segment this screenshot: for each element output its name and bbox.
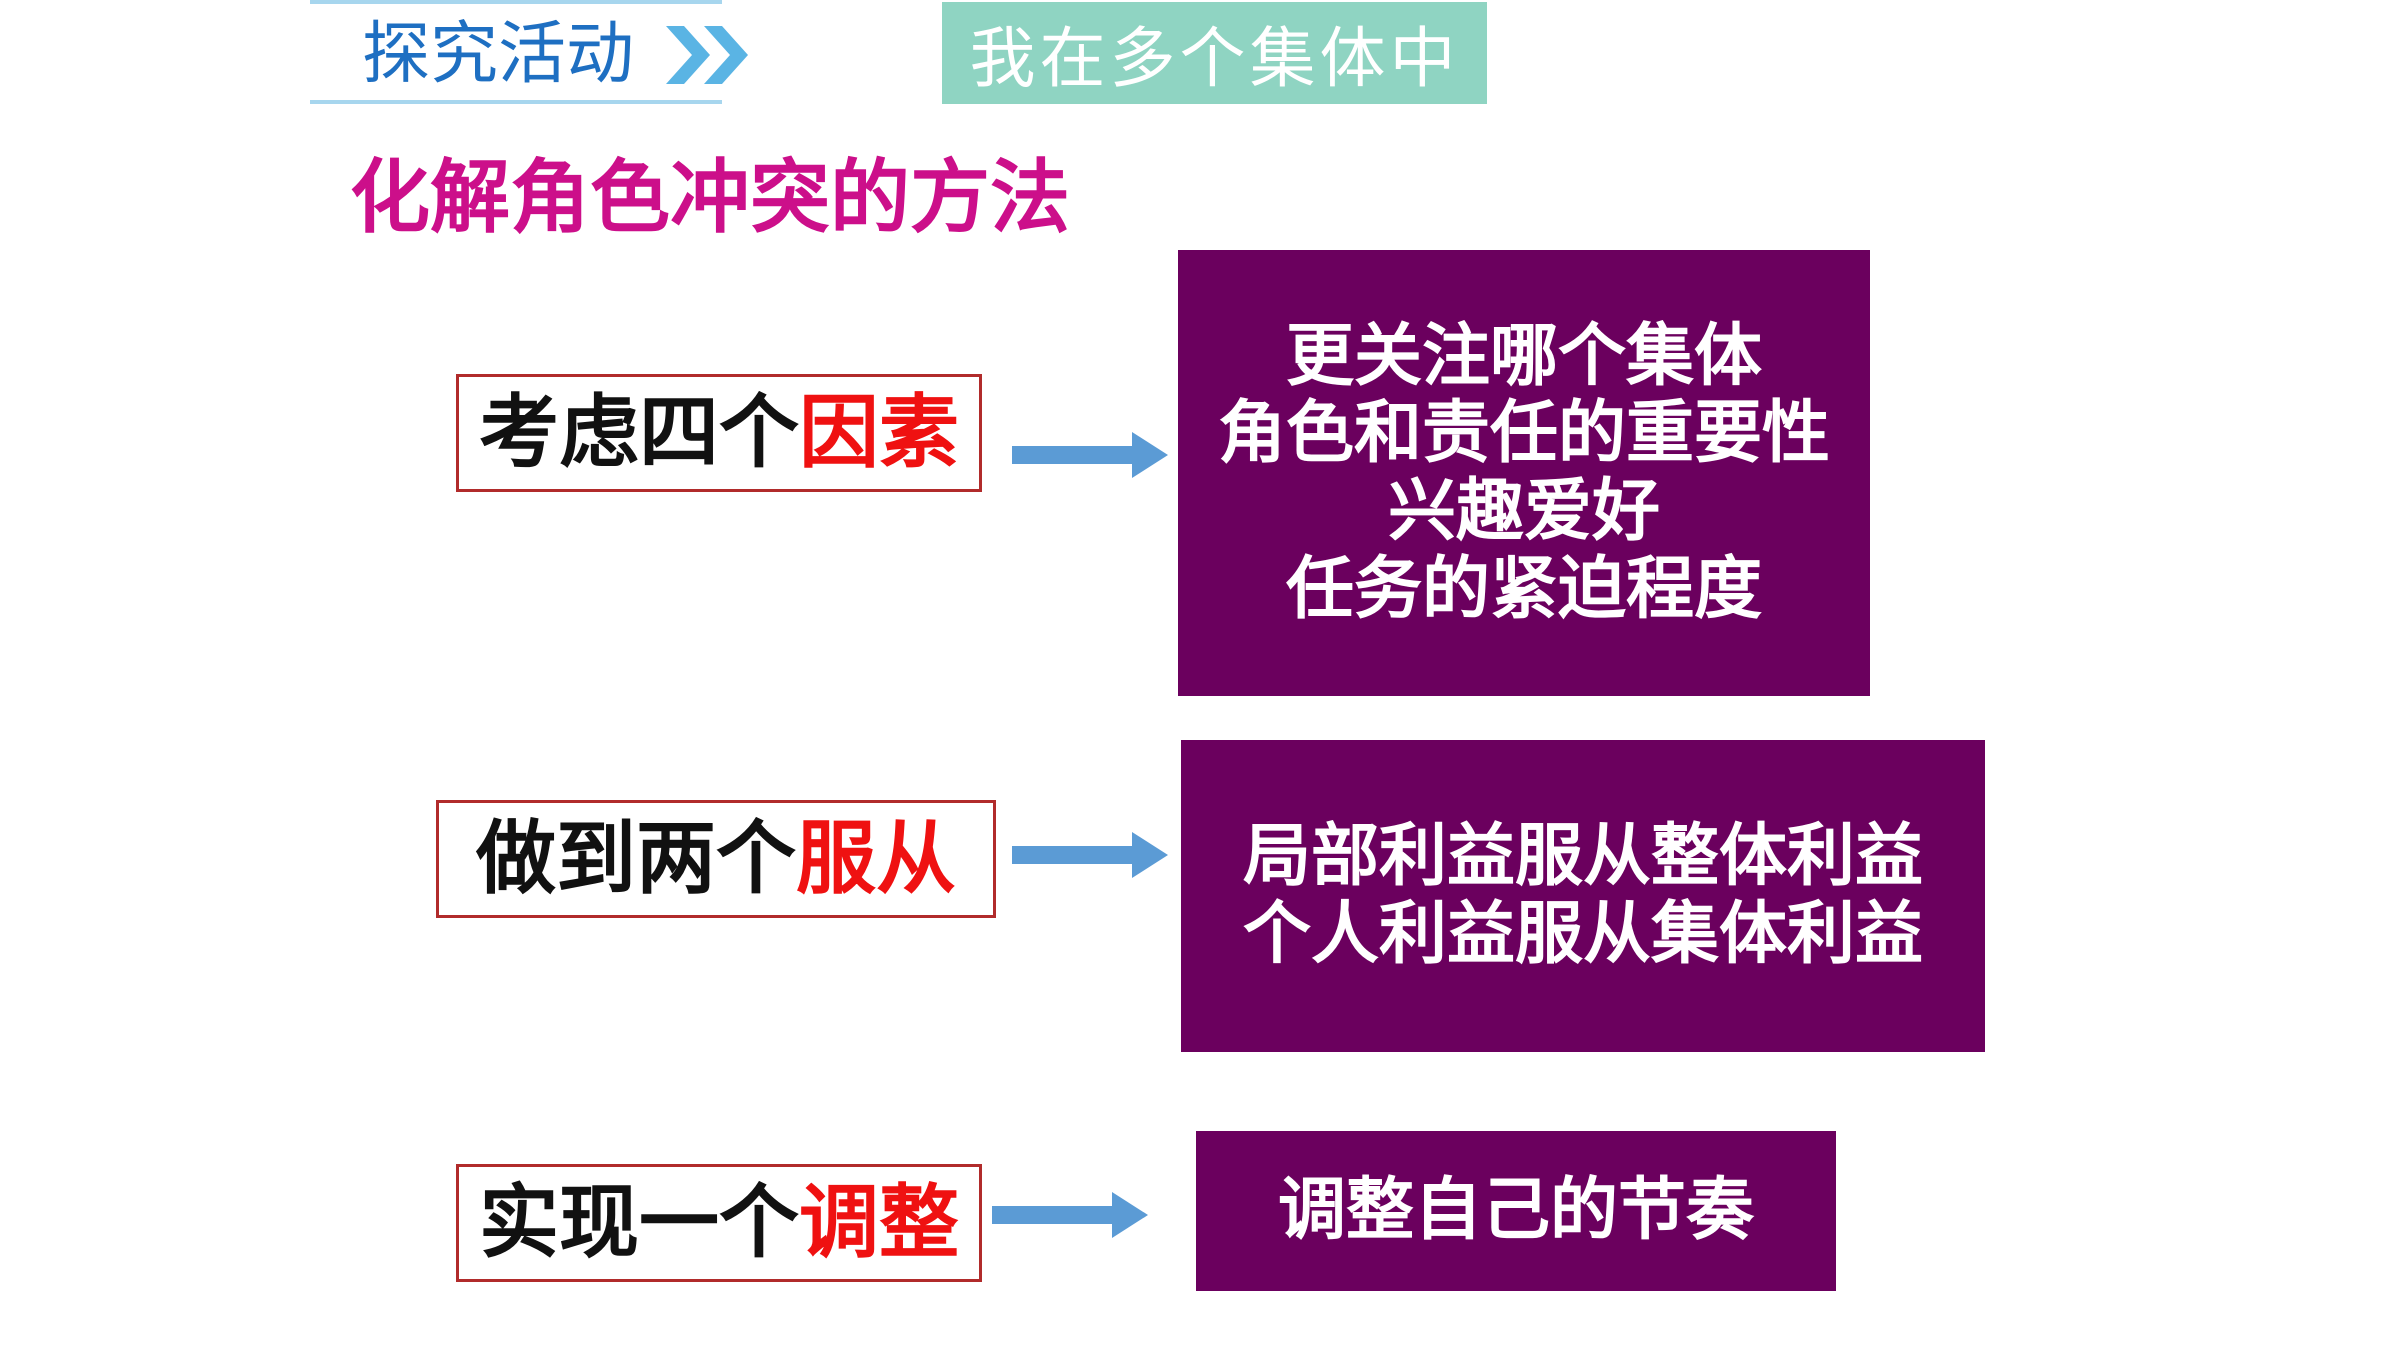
adjust-label-box: 实现一个调整 (456, 1164, 982, 1282)
factor-label-box: 考虑四个因素 (456, 374, 982, 492)
adjust-label-prefix: 实现一个 (479, 1176, 799, 1269)
factor-detail-line: 角色和责任的重要性 (1217, 394, 1830, 474)
section-label: 探究活动 (362, 15, 635, 94)
page-title: 化解角色冲突的方法 (350, 151, 1070, 244)
factor-detail-line: 兴趣爱好 (1387, 472, 1660, 551)
right-arrow-icon (992, 1192, 1148, 1238)
factor-detail-line: 更关注哪个集体 (1285, 316, 1762, 396)
obey-detail-line: 个人利益服从集体利益 (1242, 895, 1923, 974)
double-chevron-right-icon (666, 26, 748, 84)
right-arrow-icon (1012, 832, 1168, 878)
adjust-details-box: 调整自己的节奏 (1196, 1131, 1836, 1291)
topic-label: 我在多个集体中 (969, 20, 1460, 97)
adjust-label-highlight: 调整 (799, 1176, 959, 1269)
adjust-detail-line: 调整自己的节奏 (1277, 1171, 1754, 1251)
right-arrow-icon (1012, 432, 1168, 478)
obey-label-box: 做到两个服从 (436, 800, 996, 918)
factor-label-highlight: 因素 (799, 386, 959, 479)
obey-details-box: 局部利益服从整体利益 个人利益服从集体利益 (1181, 740, 1985, 1052)
factor-details-box: 更关注哪个集体 角色和责任的重要性 兴趣爱好 任务的紧迫程度 (1178, 250, 1870, 696)
factor-detail-line: 任务的紧迫程度 (1285, 549, 1762, 629)
obey-detail-line: 局部利益服从整体利益 (1242, 817, 1923, 897)
topic-banner: 我在多个集体中 (942, 2, 1487, 104)
obey-label-prefix: 做到两个 (476, 812, 796, 905)
obey-label-highlight: 服从 (796, 812, 956, 905)
factor-label-prefix: 考虑四个 (479, 386, 799, 479)
section-tab: 探究活动 (310, 0, 748, 104)
